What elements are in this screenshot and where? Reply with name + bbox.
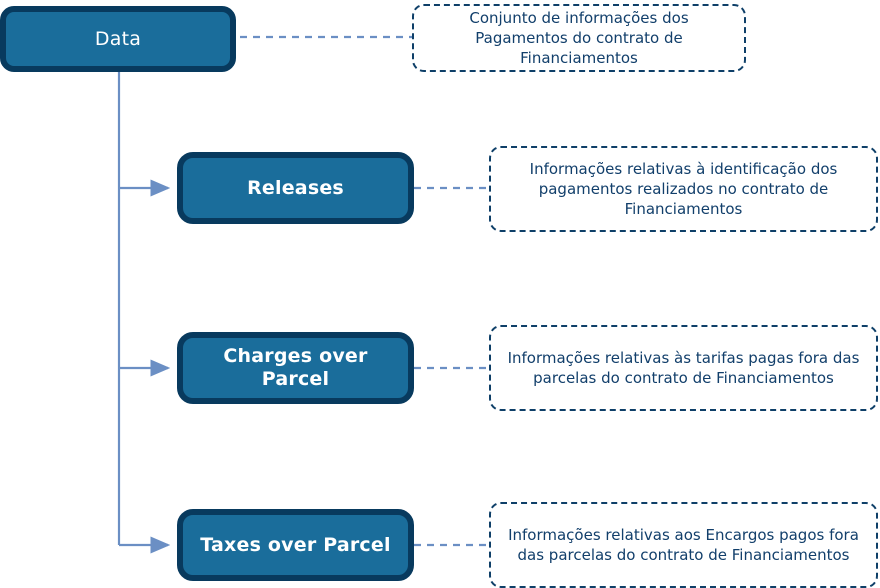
node-taxes-over-parcel[interactable]: Taxes over Parcel — [177, 509, 414, 581]
note-data: Conjunto de informações dos Pagamentos d… — [412, 4, 746, 72]
node-charges-over-parcel[interactable]: Charges over Parcel — [177, 332, 414, 404]
node-data[interactable]: Data — [0, 6, 236, 72]
node-releases[interactable]: Releases — [177, 152, 414, 224]
note-taxes-over-parcel: Informações relativas aos Encargos pagos… — [489, 502, 878, 588]
note-charges-over-parcel: Informações relativas às tarifas pagas f… — [489, 325, 878, 411]
note-releases: Informações relativas à identificação do… — [489, 146, 878, 232]
